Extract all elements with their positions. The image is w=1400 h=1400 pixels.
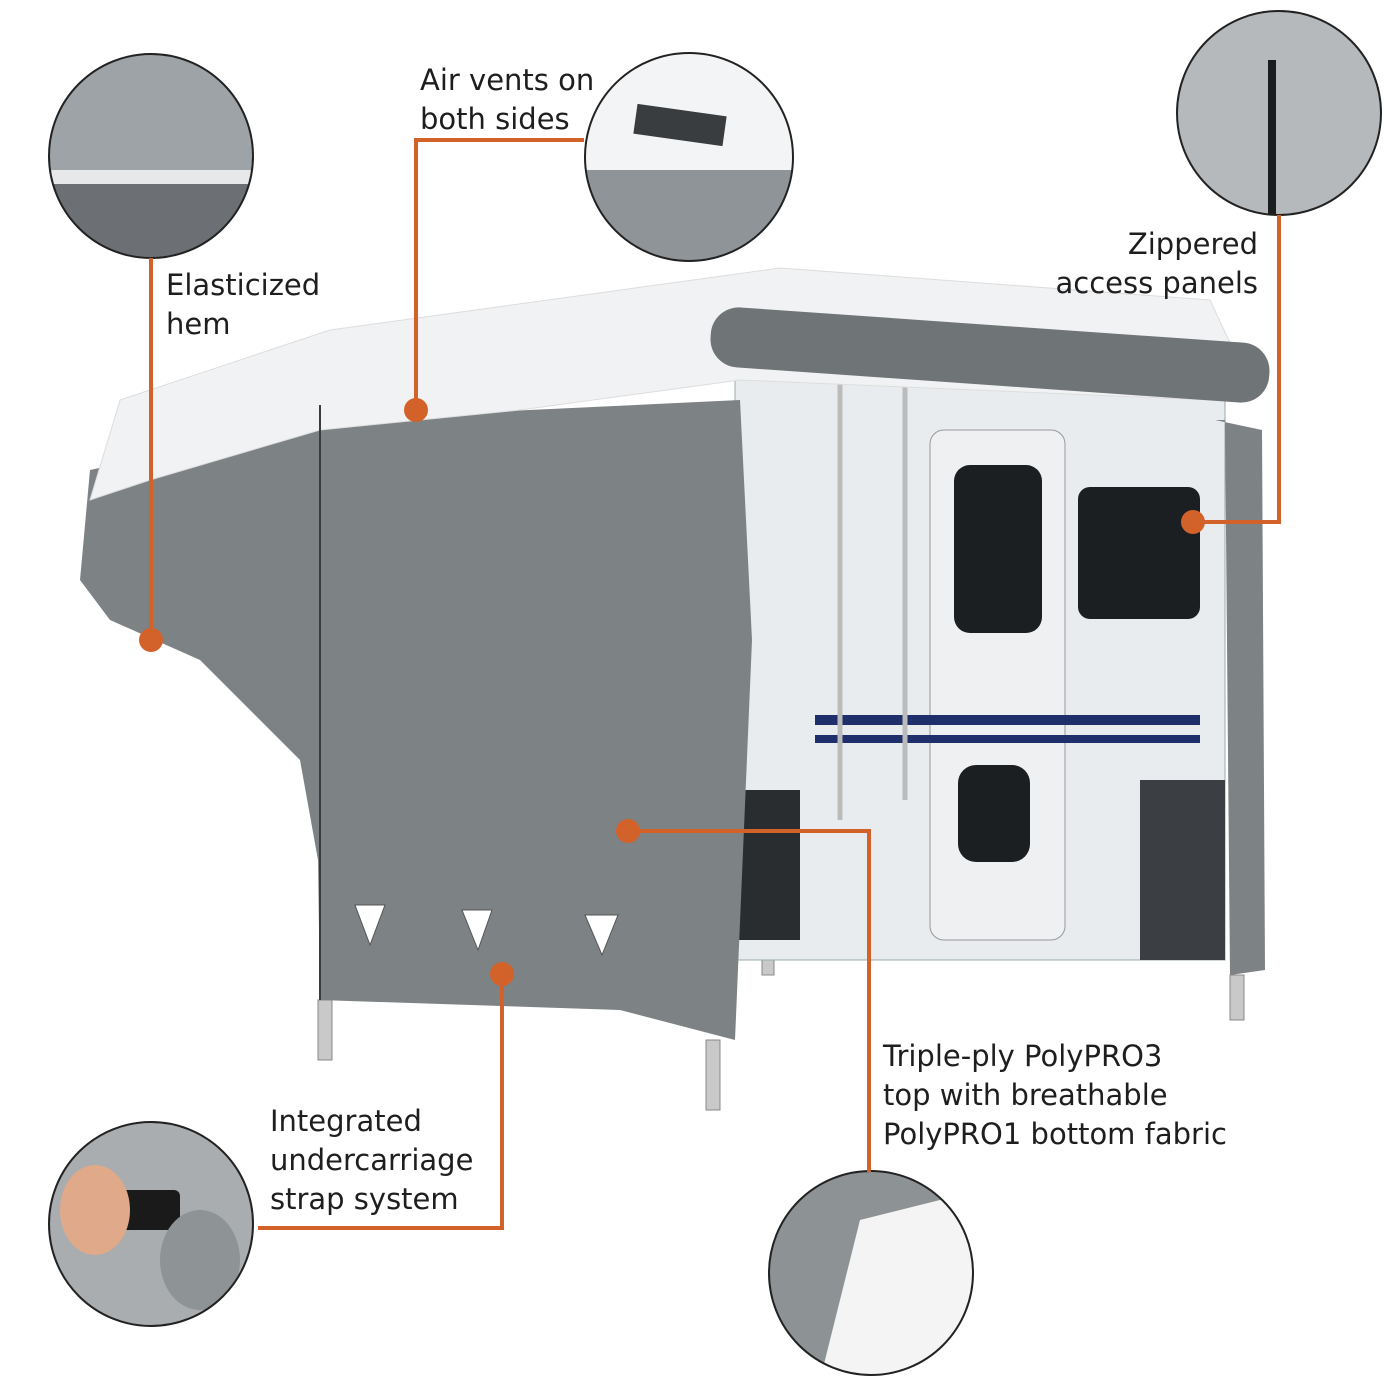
label-line: Triple-ply PolyPRO3	[883, 1039, 1163, 1073]
callout-strap-system: Integrated undercarriage strap system	[270, 1102, 473, 1219]
label-line: PolyPRO1 bottom fabric	[883, 1117, 1227, 1151]
cover-side-panel	[80, 400, 752, 1040]
callout-fabric: Triple-ply PolyPRO3 top with breathable …	[883, 1037, 1227, 1154]
rolled-panel	[710, 307, 1270, 403]
camper-legs	[317, 944, 1245, 1111]
detail-elastic-hem	[49, 54, 253, 258]
callout-air-vents: Air vents on both sides	[420, 61, 594, 139]
callout-elasticized-hem: Elasticized hem	[166, 266, 320, 344]
label-line: strap system	[270, 1182, 459, 1216]
label-line: access panels	[1055, 266, 1258, 300]
cover-right-panel	[1215, 420, 1265, 975]
label-line: top with breathable	[883, 1078, 1168, 1112]
detail-zipper	[1177, 11, 1381, 215]
label-line: undercarriage	[270, 1143, 474, 1177]
label-line: Air vents on	[420, 63, 595, 97]
camper-rear	[734, 369, 1226, 961]
label-line: Elasticized	[166, 268, 321, 302]
detail-air-vent	[585, 53, 793, 261]
label-line: Zippered	[1127, 227, 1258, 261]
callout-zippered-panels: Zippered access panels	[1055, 225, 1258, 303]
callout-dots	[139, 398, 1205, 986]
detail-strap-buckle	[49, 1122, 253, 1326]
label-line: both sides	[420, 102, 570, 136]
leader-lines	[149, 138, 1281, 1230]
label-line: hem	[166, 307, 231, 341]
label-line: Integrated	[270, 1104, 422, 1138]
detail-fabric-layers	[769, 1171, 973, 1375]
